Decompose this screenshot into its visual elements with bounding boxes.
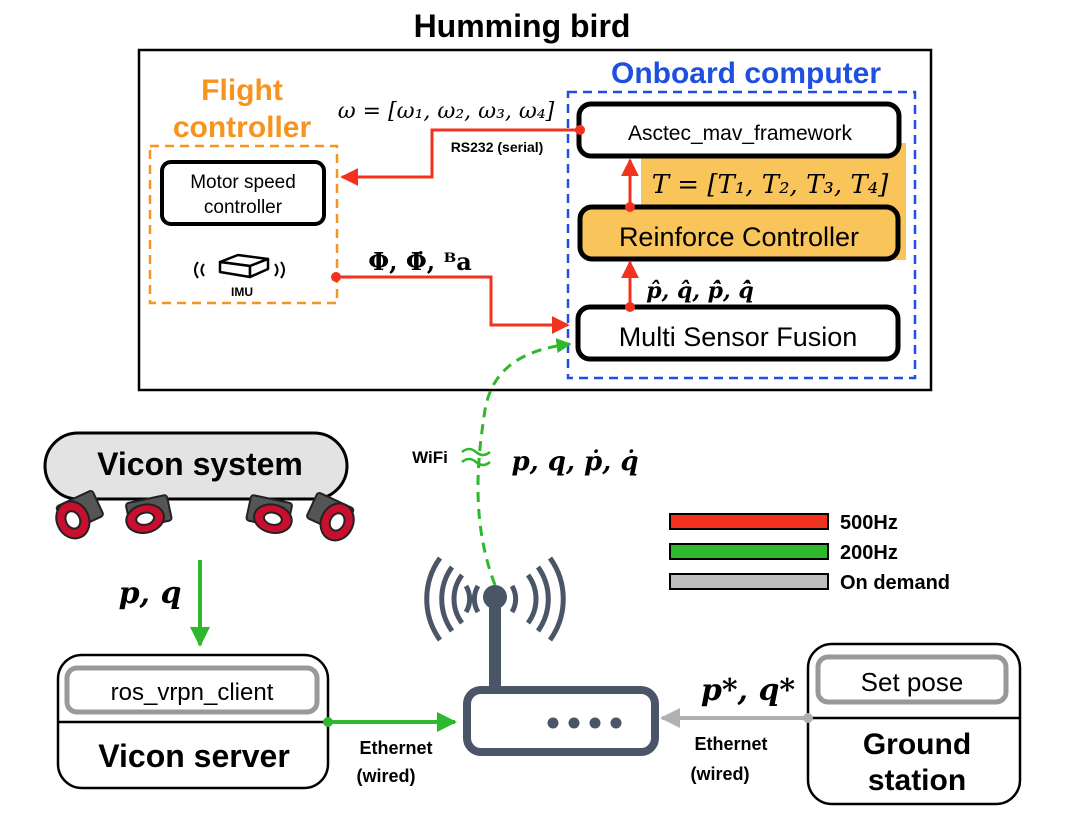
ros-vrpn-client-label: ros_vrpn_client: [111, 679, 274, 706]
dot-ground-out: [803, 713, 813, 723]
ros-vrpn-client-box: [64, 665, 320, 715]
wifi-wave-icon: [461, 447, 491, 467]
imu-label: IMU: [231, 285, 253, 299]
right-ethernet-line-1: Ethernet: [694, 734, 767, 754]
motor-speed-controller-box: [160, 160, 326, 226]
imu-icon: [194, 253, 285, 279]
ground-station-label-1: Ground: [863, 728, 971, 761]
dot-controller-out: [625, 202, 635, 212]
dot-imu-out: [331, 272, 341, 282]
thrust-signal: T = [T₁, T₂, T₃, T₄]: [652, 170, 889, 200]
arrow-framework-to-motor: [340, 128, 580, 186]
flight-controller-label-2: controller: [173, 111, 312, 144]
camera-icon: [245, 494, 293, 534]
vicon-signal: p, q: [119, 576, 182, 611]
sensor-fusion-label: Multi Sensor Fusion: [619, 322, 858, 352]
sensor-fusion-box: [575, 304, 901, 362]
onboard-computer-box: [566, 90, 917, 380]
wifi-link: [476, 338, 572, 586]
legend-swatch-500hz: [669, 513, 829, 530]
set-pose-label: Set pose: [861, 667, 964, 697]
left-ethernet-line-1: Ethernet: [359, 738, 432, 758]
estimate-signal: p̂, q̂, p̂̇, q̂̇: [646, 278, 754, 304]
setpoint-signal: p*, q*: [701, 673, 796, 708]
legend-label-200hz: 200Hz: [840, 542, 898, 564]
dot-framework-out: [575, 125, 585, 135]
flight-controller-box: [148, 144, 339, 305]
diagram-title: Humming bird: [414, 8, 631, 44]
reinforce-controller-label: Reinforce Controller: [619, 222, 859, 252]
legend-swatch-on-demand: [669, 573, 829, 590]
vicon-server-label: Vicon server: [98, 738, 290, 774]
dot-fusion-out: [625, 302, 635, 312]
wifi-label: WiFi: [412, 448, 448, 467]
ground-station-label-2: station: [868, 764, 966, 797]
left-ethernet-line-2: (wired): [356, 766, 415, 786]
legend-swatch-200hz: [669, 543, 829, 560]
motor-box-line-1: Motor speed: [190, 172, 296, 193]
right-ethernet-line-2: (wired): [690, 764, 749, 784]
wifi-signal: p, q, ṗ, q̇: [511, 447, 638, 477]
legend: 500Hz 200Hz On demand: [669, 512, 950, 594]
router-icon: [424, 556, 659, 756]
motor-box-line-2: controller: [204, 197, 283, 218]
vicon-system-box: [43, 431, 349, 501]
arrow-imu-to-fusion: [336, 275, 570, 334]
rs232-label: RS232 (serial): [451, 139, 544, 155]
reinforce-controller-box: [577, 204, 901, 262]
onboard-computer-label: Onboard computer: [611, 57, 881, 90]
omega-signal: ω = [ω₁, ω₂, ω₃, ω₄]: [338, 99, 555, 124]
vicon-system-label: Vicon system: [97, 446, 303, 482]
legend-label-on-demand: On demand: [840, 572, 950, 594]
hummingbird-frame: [137, 48, 933, 392]
dot-server-out: [323, 717, 333, 727]
framework-box-label: Asctec_mav_framework: [628, 122, 853, 145]
imu-signal: Φ, Φ̇, ᴮa: [368, 247, 472, 276]
set-pose-box: [815, 654, 1009, 705]
camera-icon: [125, 494, 173, 534]
legend-label-500hz: 500Hz: [840, 512, 898, 534]
flight-controller-label-1: Flight: [201, 74, 283, 107]
camera-icon: [55, 490, 104, 540]
camera-icon: [306, 492, 355, 542]
